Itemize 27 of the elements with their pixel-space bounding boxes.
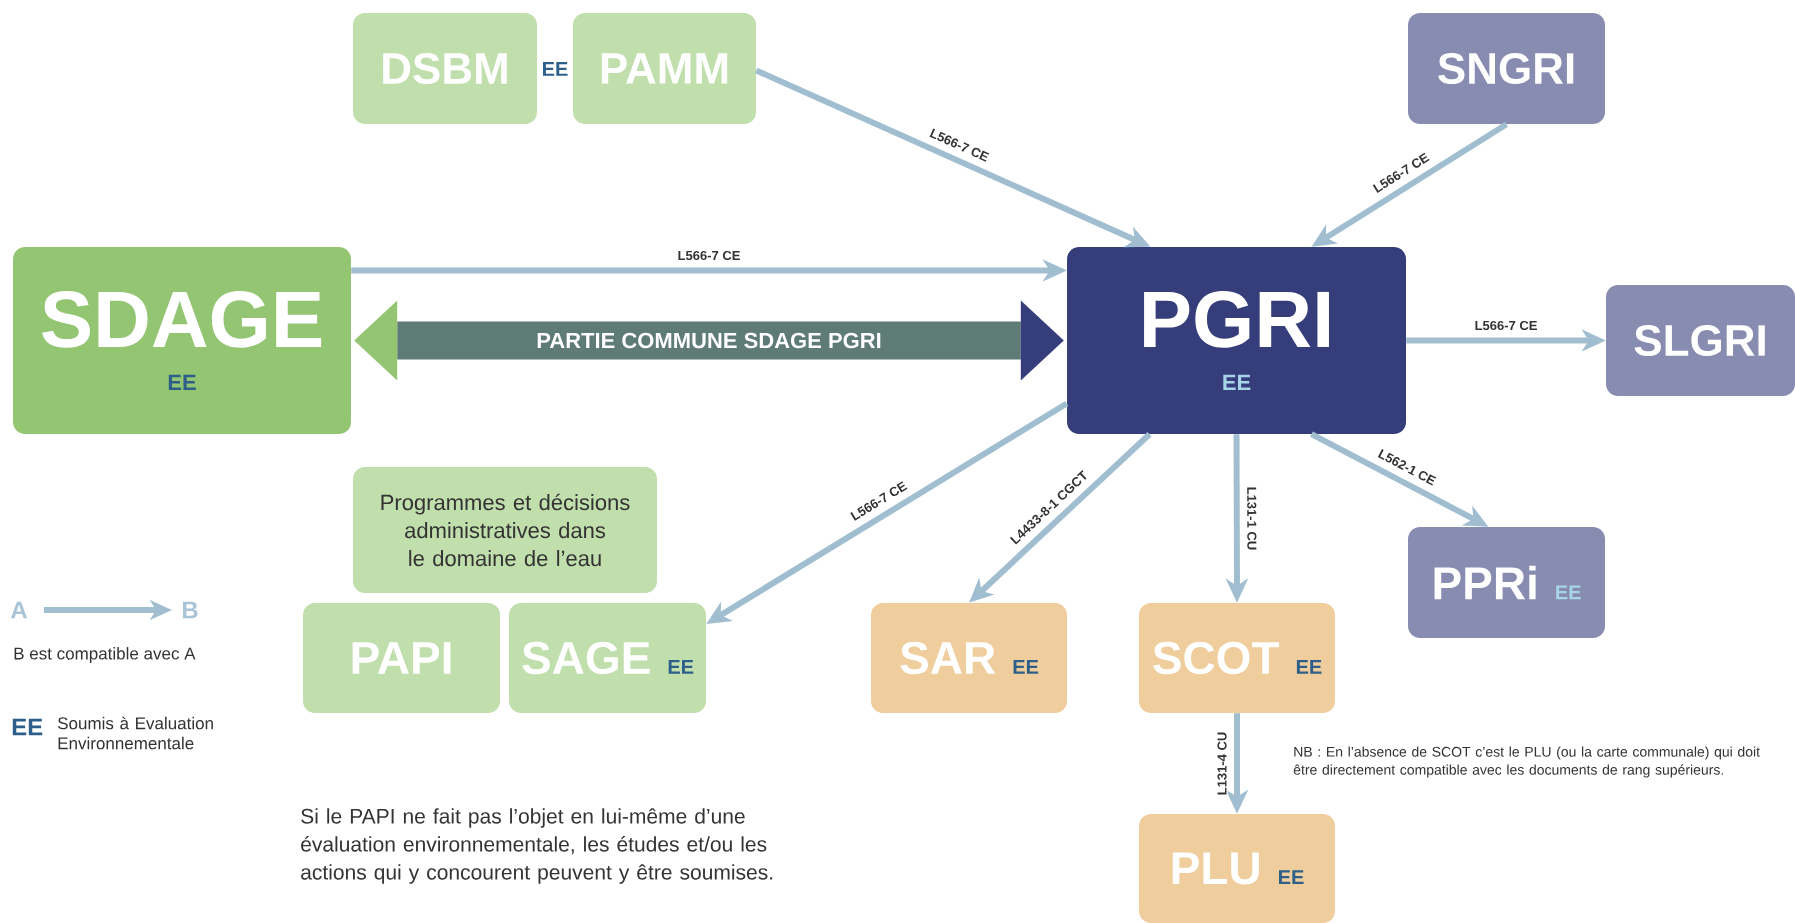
document-box: SAGE EE	[509, 603, 706, 713]
legend-text: B est compatible avec A	[14, 647, 196, 663]
document-box: PAPI	[303, 603, 500, 713]
edge-label: L566-7 CE	[1473, 319, 1539, 332]
edge-label: L131-4 CU	[1216, 730, 1228, 797]
legend-letter: B	[182, 601, 198, 619]
document-box: SAR EE	[871, 603, 1067, 713]
edge-label: L131-1 CU	[1246, 485, 1258, 552]
document-box: SNGRI	[1408, 13, 1605, 124]
legend-text: Soumis à Evaluation Environnementale	[57, 716, 213, 750]
document-box: PPRi EE	[1408, 527, 1605, 638]
abbreviation-text: EE	[12, 718, 43, 736]
text-box: Programmes et décisions administratives dans le domaine de l’eau	[353, 467, 657, 593]
document-box: SDAGE EE	[13, 247, 351, 434]
edge-label: L566-7 CE	[676, 249, 742, 262]
note-text: NB : En l’absence de SCOT c’est le PLU (ou la carte communale) qui doit être directement compatible avec les documents de rang supérieurs.	[1293, 746, 1760, 778]
note-text: Si le PAPI ne fait pas l’objet en lui-même d’une évaluation environnementale, les études et/ou les actions qui y concourent peuvent y être soumises.	[301, 808, 773, 884]
document-box: DSBM	[353, 13, 537, 124]
document-box: SLGRI	[1606, 285, 1795, 396]
document-box: SCOT EE	[1139, 603, 1335, 713]
abbreviation-text: EE	[543, 62, 568, 76]
edge-label: PARTIE COMMUNE SDAGE PGRI	[537, 332, 881, 349]
document-box: PLU EE	[1139, 814, 1335, 923]
double-arrow	[354, 300, 1064, 381]
document-box: PGRI EE	[1067, 247, 1406, 434]
document-box: PAMM	[573, 13, 756, 124]
legend-letter: A	[10, 601, 28, 619]
